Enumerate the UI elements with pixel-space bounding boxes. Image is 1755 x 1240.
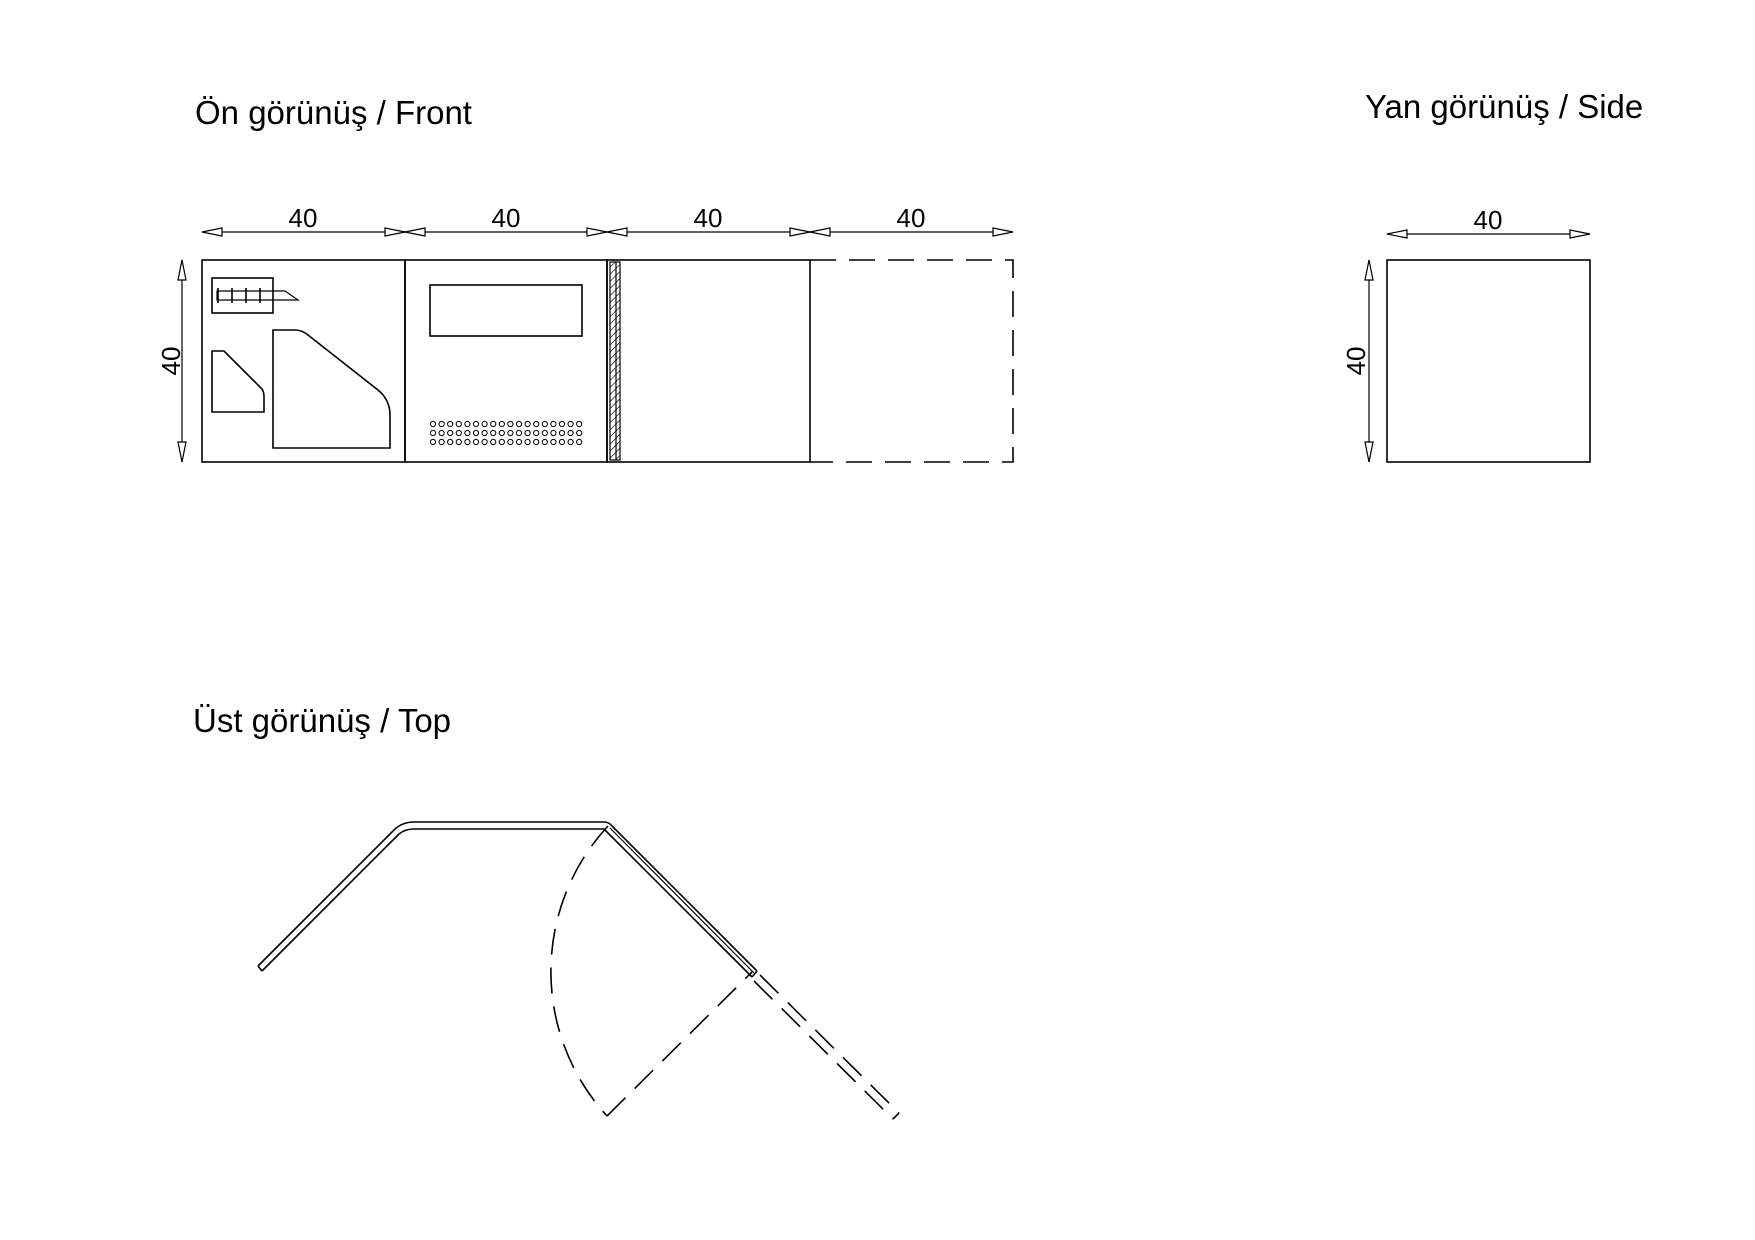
dimension-label: 40 [897, 203, 926, 233]
top-panel-outer [257, 821, 758, 972]
dimension-label: 40 [289, 203, 318, 233]
perforation-hole [567, 420, 574, 428]
perforation-hole [567, 438, 574, 446]
door-swing-arc [550, 825, 609, 1117]
perforation-hole [550, 429, 557, 437]
top-optional-extension [753, 974, 900, 1120]
side-width-dimension: 40 [1386, 205, 1591, 239]
perforation-hole [533, 420, 540, 428]
perforated-grid [429, 420, 583, 446]
front-view-title: Ön görünüş / Front [195, 94, 472, 131]
door-open-position [606, 971, 753, 1117]
perforation-hole [464, 438, 471, 446]
dimension-label: 40 [1474, 205, 1503, 235]
perforation-hole [464, 429, 471, 437]
perforation-hole [447, 429, 454, 437]
perforation-hole [524, 429, 531, 437]
perforation-hole [507, 438, 514, 446]
perforation-hole [550, 438, 557, 446]
perforation-hole [515, 420, 523, 428]
perforation-hole [541, 438, 548, 446]
dimension-label: 40 [1341, 347, 1371, 376]
front-module-4-optional [810, 259, 1014, 463]
dimension-label: 40 [694, 203, 723, 233]
large-file-holder [272, 329, 391, 449]
perforation-hole [558, 438, 566, 446]
perforation-hole [515, 429, 523, 437]
perforation-hole [507, 420, 514, 428]
perforation-hole [576, 429, 583, 437]
front-width-dimension: 40 40 40 40 [201, 203, 1014, 237]
perforation-hole [507, 429, 514, 437]
display-window [429, 284, 583, 337]
perforation-hole [481, 438, 488, 446]
small-file-holder [211, 350, 265, 413]
perforation-hole [490, 420, 497, 428]
perforation-hole [429, 438, 437, 446]
dimension-label: 40 [156, 347, 186, 376]
perforation-hole [447, 438, 454, 446]
top-panel-inner [261, 828, 753, 978]
perforation-hole [464, 420, 471, 428]
perforation-hole [541, 429, 548, 437]
hook-rail [211, 277, 300, 314]
side-view: 40 40 [1341, 205, 1591, 463]
perforation-hole [455, 420, 462, 428]
perforation-hole [481, 420, 488, 428]
perforation-hole [498, 420, 505, 428]
perforation-hole [429, 429, 437, 437]
perforation-hole [472, 438, 480, 446]
perforation-hole [455, 438, 462, 446]
perforation-hole [541, 420, 548, 428]
side-panel-outline [1386, 259, 1591, 463]
perforation-hole [524, 420, 531, 428]
perforation-hole [490, 438, 497, 446]
perforation-hole [438, 420, 445, 428]
perforation-hole [498, 429, 505, 437]
perforation-hole [576, 420, 583, 428]
hinge-strip [609, 261, 621, 461]
front-module-2 [404, 259, 608, 463]
perforation-hole [455, 429, 462, 437]
perforation-hole [472, 429, 480, 437]
side-height-dimension: 40 [1341, 259, 1374, 463]
perforation-hole [533, 438, 540, 446]
front-height-dimension: 40 [156, 259, 187, 463]
perforation-hole [567, 429, 574, 437]
front-view: 40 40 40 40 40 [156, 203, 1014, 463]
top-view [257, 821, 900, 1120]
dimension-label: 40 [492, 203, 521, 233]
perforation-hole [429, 420, 437, 428]
perforation-hole [490, 429, 497, 437]
top-view-title: Üst görünüş / Top [193, 702, 451, 739]
front-module-3 [606, 259, 811, 463]
perforation-hole [472, 420, 480, 428]
perforation-hole [438, 438, 445, 446]
front-module-1 [201, 259, 406, 463]
perforation-hole [558, 429, 566, 437]
perforation-hole [481, 429, 488, 437]
perforation-hole [524, 438, 531, 446]
perforation-hole [498, 438, 505, 446]
perforation-hole [576, 438, 583, 446]
perforation-hole [550, 420, 557, 428]
perforation-hole [558, 420, 566, 428]
perforation-hole [438, 429, 445, 437]
side-view-title: Yan görünüş / Side [1365, 88, 1643, 125]
perforation-hole [447, 420, 454, 428]
perforation-hole [533, 429, 540, 437]
perforation-hole [515, 438, 523, 446]
